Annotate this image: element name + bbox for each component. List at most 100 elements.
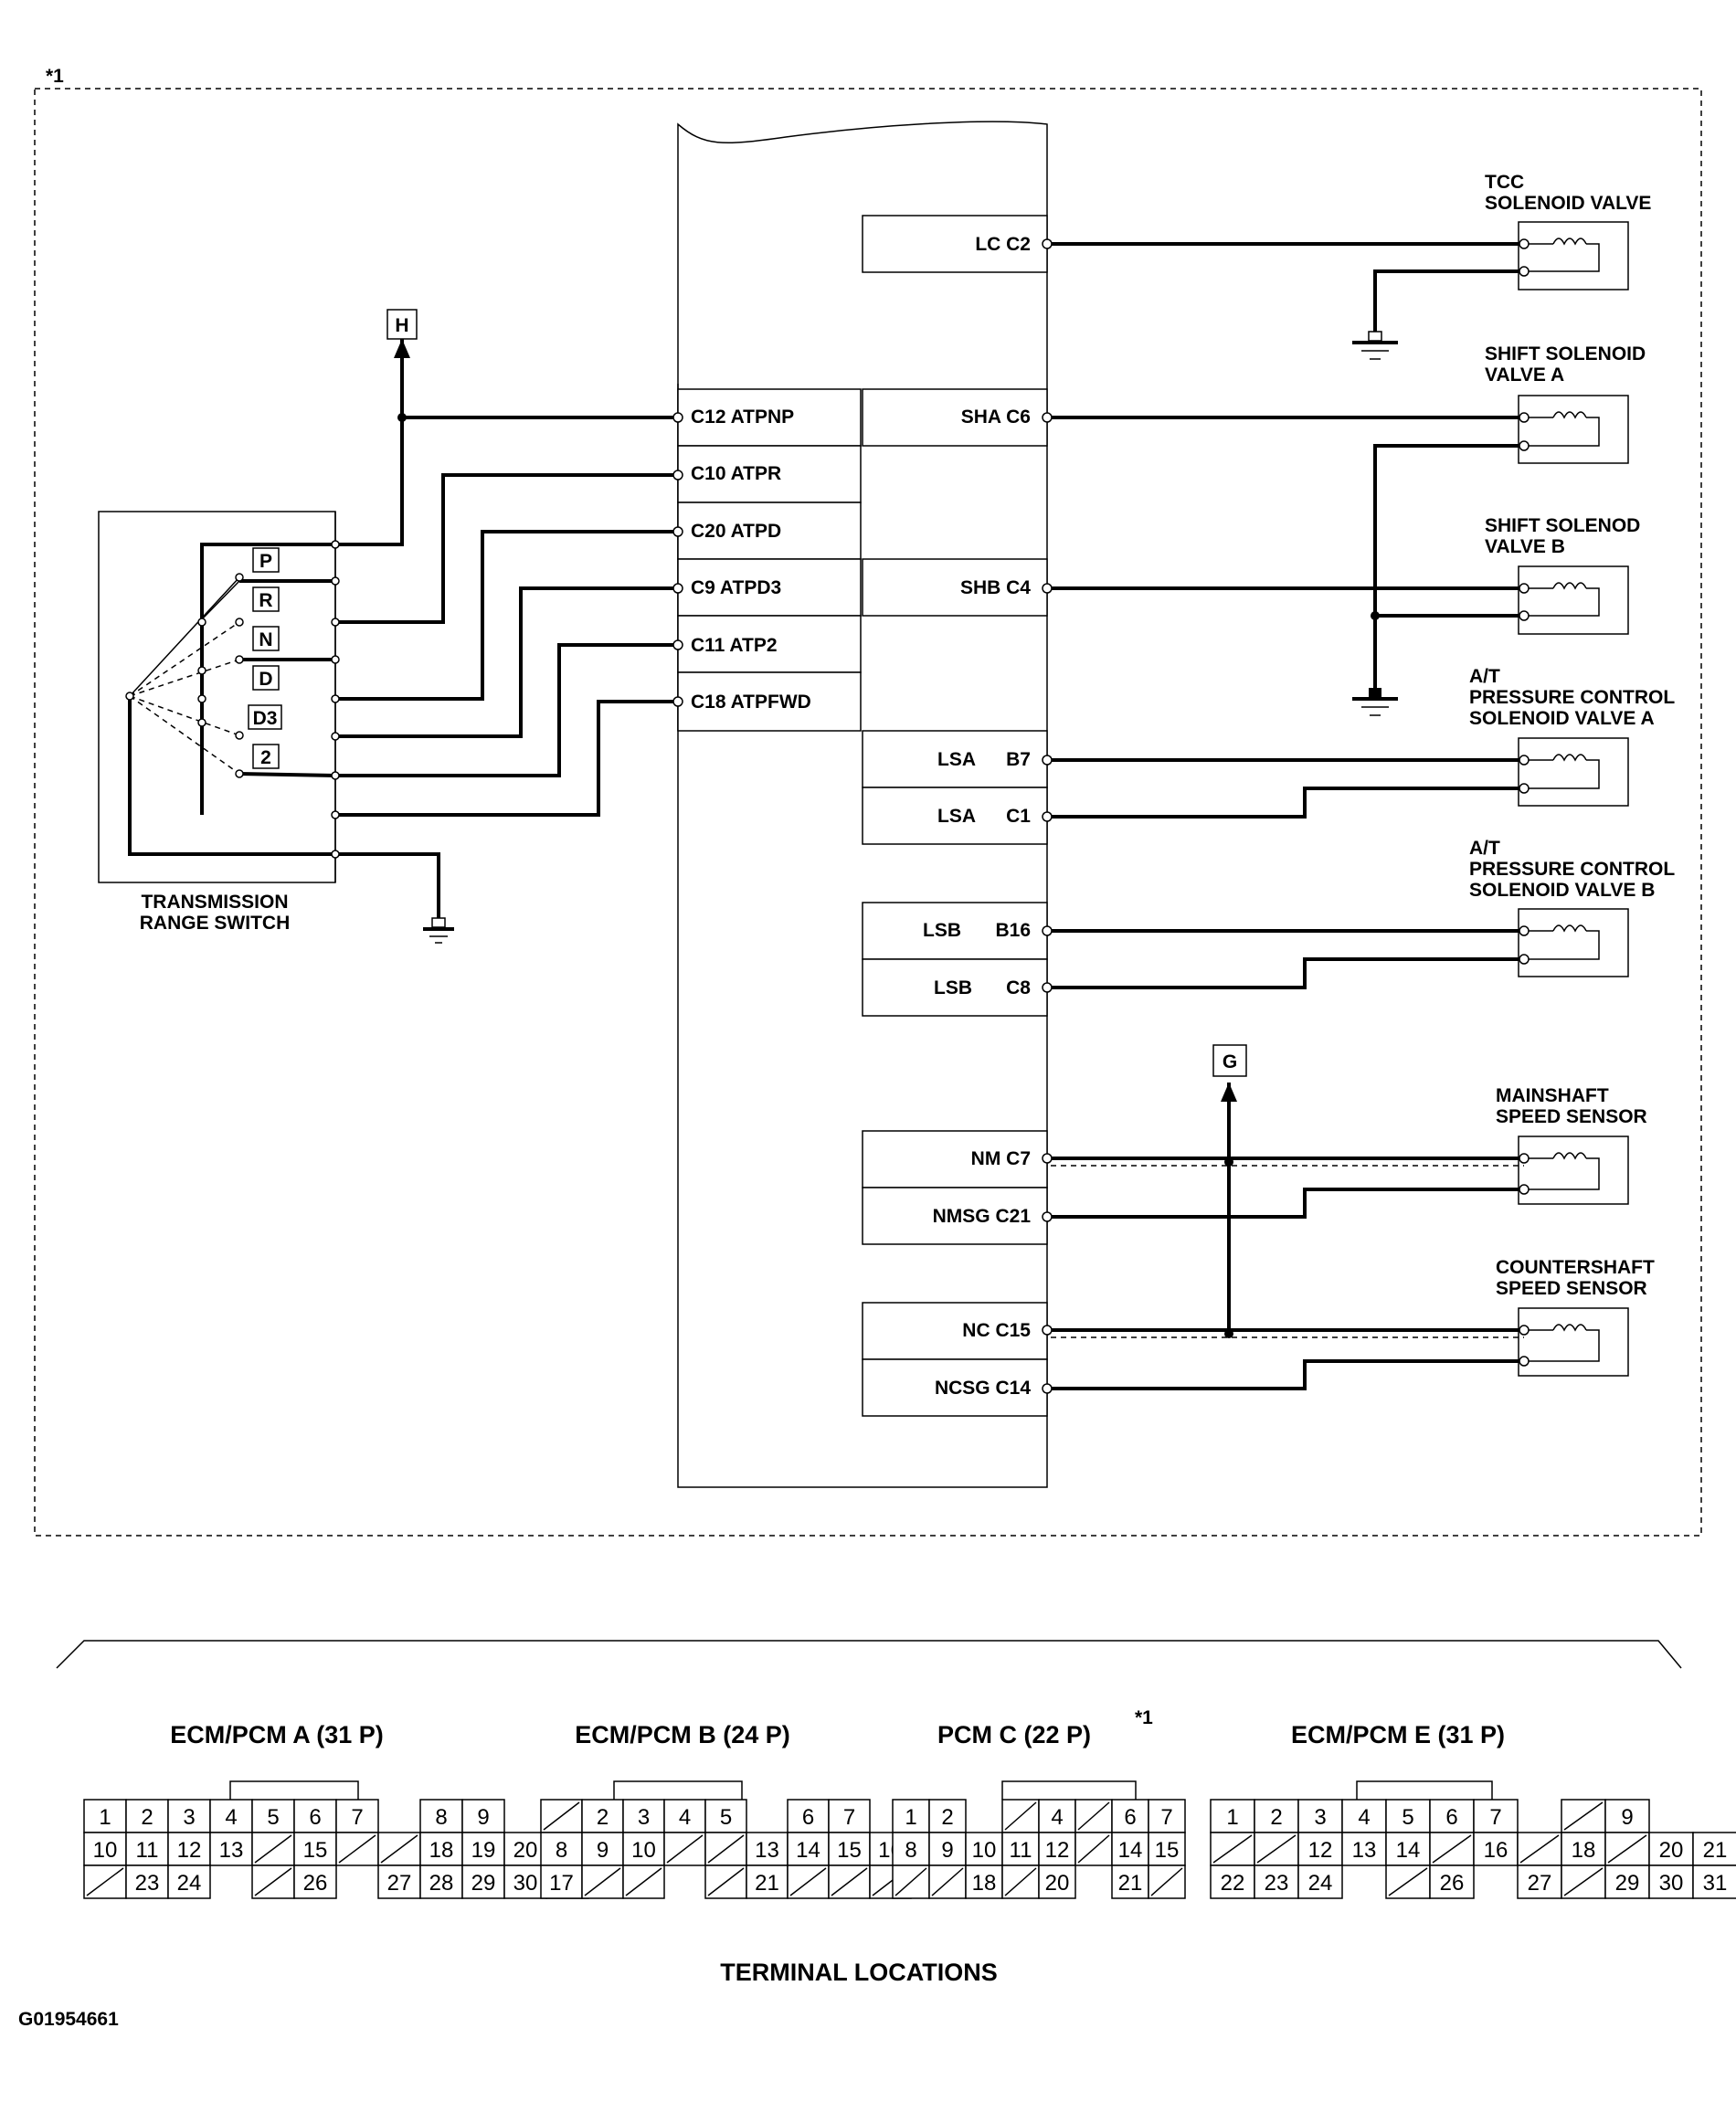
connector-pin-number: 14 xyxy=(1118,1838,1143,1863)
connector-pin-number: 11 xyxy=(1010,1838,1032,1863)
shift-solenoid-b-label: SHIFT SOLENOD xyxy=(1485,515,1640,536)
connector-cell xyxy=(1297,1864,1343,1899)
pcm-terminal-c8: C8 xyxy=(1006,977,1031,998)
connector-pin-number: 12 xyxy=(1308,1838,1333,1863)
blank-terminal-slash xyxy=(707,1834,745,1864)
connector-pin-number: 27 xyxy=(387,1871,412,1896)
connector-cell xyxy=(1648,1832,1694,1866)
svg-text:RANGE SWITCH: RANGE SWITCH xyxy=(140,913,291,934)
shift-solenoid-a-label: SHIFT SOLENOID xyxy=(1485,343,1646,364)
connector-pin-number: 8 xyxy=(556,1838,567,1863)
connector-cell xyxy=(503,1832,547,1866)
connector-cell xyxy=(1254,1864,1299,1899)
arrow-up-icon xyxy=(1221,1083,1237,1102)
connector-cell xyxy=(622,1832,665,1866)
ground-icon xyxy=(423,917,454,944)
blank-terminal-slash xyxy=(380,1834,418,1864)
connector-cell xyxy=(892,1799,930,1833)
connector-cell xyxy=(1210,1864,1255,1899)
tcc-solenoid-label: TCC xyxy=(1485,172,1524,193)
connector-pin-number: 22 xyxy=(1221,1871,1245,1896)
connector-pin-number: 18 xyxy=(972,1871,997,1896)
connector-cell xyxy=(83,1799,127,1833)
connector-pin-number: 15 xyxy=(1155,1838,1180,1863)
ground-icon xyxy=(1352,331,1398,360)
blank-terminal-slash xyxy=(1077,1834,1110,1864)
ground-icon xyxy=(1352,688,1398,716)
arrow-up-icon xyxy=(394,339,410,358)
connector-cell xyxy=(828,1832,871,1866)
svg-text:VALVE A: VALVE A xyxy=(1485,364,1564,386)
connector-pin-number: 4 xyxy=(1051,1805,1063,1830)
connector-cell xyxy=(1038,1864,1076,1899)
connector-pin-number: 15 xyxy=(303,1838,328,1863)
blank-terminal-slash xyxy=(666,1834,704,1864)
connector-pin-number: 6 xyxy=(309,1805,321,1830)
figure-id: G01954661 xyxy=(18,2009,119,2030)
pcm-body xyxy=(677,121,1048,1488)
trs-wiring xyxy=(335,339,674,927)
pcm-terminal-c1: C1 xyxy=(1006,806,1031,827)
connector-pin-number: 6 xyxy=(1445,1805,1457,1830)
trs-title: TRANSMISSION xyxy=(141,892,288,913)
blank-terminal-slash xyxy=(1212,1834,1253,1864)
connector-title-ecm-pcm-a: ECM/PCM A (31 P) xyxy=(170,1721,384,1748)
connector-pin-number: 6 xyxy=(802,1805,814,1830)
connector-pin-number: 7 xyxy=(843,1805,855,1830)
blank-terminal-slash xyxy=(1004,1867,1037,1896)
connector-cell xyxy=(1148,1832,1186,1866)
connector-pin-number: 31 xyxy=(1703,1871,1728,1896)
connector-pin-number: 6 xyxy=(1124,1805,1136,1830)
pcm-terminal-c10-atpr: C10 ATPR xyxy=(691,463,781,484)
connector-cell xyxy=(663,1799,706,1833)
connector-pin-number: 23 xyxy=(135,1871,160,1896)
connector-cell xyxy=(1473,1832,1519,1866)
pcm-terminal-c12-atpnp: C12 ATPNP xyxy=(691,407,794,428)
connector-pin-number: 8 xyxy=(905,1838,916,1863)
connector-pin-number: 10 xyxy=(631,1838,656,1863)
pcm-terminal-sha-c6: SHA C6 xyxy=(961,407,1031,428)
blank-terminal-slash xyxy=(543,1801,580,1831)
connector-pin-number: 21 xyxy=(1703,1838,1728,1863)
svg-text:SPEED SENSOR: SPEED SENSOR xyxy=(1496,1106,1647,1127)
connector-pin-number: 3 xyxy=(1314,1805,1326,1830)
range-position-2: 2 xyxy=(260,747,271,768)
pcm-terminal-lsb: LSB xyxy=(923,920,961,941)
connector-pin-number: 4 xyxy=(225,1805,237,1830)
pressure-control-a-label: A/T xyxy=(1469,666,1500,687)
connector-cell xyxy=(1111,1799,1149,1833)
pcm-terminal-nmsg-c21: NMSG C21 xyxy=(933,1206,1032,1227)
connector-cell xyxy=(419,1799,463,1833)
pressure-control-b-label: A/T xyxy=(1469,838,1500,859)
svg-text:VALVE B: VALVE B xyxy=(1485,536,1565,557)
connector-cell xyxy=(293,1832,337,1866)
connector-pin-number: 7 xyxy=(1489,1805,1501,1830)
connector-cell xyxy=(1517,1864,1562,1899)
blank-terminal-slash xyxy=(1607,1834,1647,1864)
pressure-control-b-coil-icon xyxy=(1518,908,1629,977)
pcm-terminal-ncsg-c14: NCSG C14 xyxy=(935,1378,1031,1399)
connector-cell xyxy=(1604,1864,1650,1899)
pcm-terminal-lc-c2: LC C2 xyxy=(975,234,1031,255)
connector-key xyxy=(1356,1780,1493,1800)
blank-terminal-slash xyxy=(86,1867,124,1896)
connector-cell xyxy=(377,1864,421,1899)
connector-cell xyxy=(461,1864,505,1899)
svg-text:SOLENOID VALVE A: SOLENOID VALVE A xyxy=(1469,708,1655,729)
connector-pin-number: 15 xyxy=(837,1838,862,1863)
connector-cell xyxy=(461,1799,505,1833)
connector-cell xyxy=(1111,1864,1149,1899)
blank-terminal-slash xyxy=(1077,1801,1110,1831)
connector-cell xyxy=(209,1799,253,1833)
blank-terminal-slash xyxy=(1432,1834,1472,1864)
svg-text:SPEED SENSOR: SPEED SENSOR xyxy=(1496,1278,1647,1299)
connector-cell xyxy=(965,1864,1003,1899)
connector-pin-number: 26 xyxy=(303,1871,328,1896)
range-position-d: D xyxy=(259,669,272,690)
blank-terminal-slash xyxy=(1256,1834,1297,1864)
connector-cell xyxy=(461,1832,505,1866)
connector-cell xyxy=(1148,1799,1186,1833)
blank-terminal-slash xyxy=(707,1867,745,1896)
